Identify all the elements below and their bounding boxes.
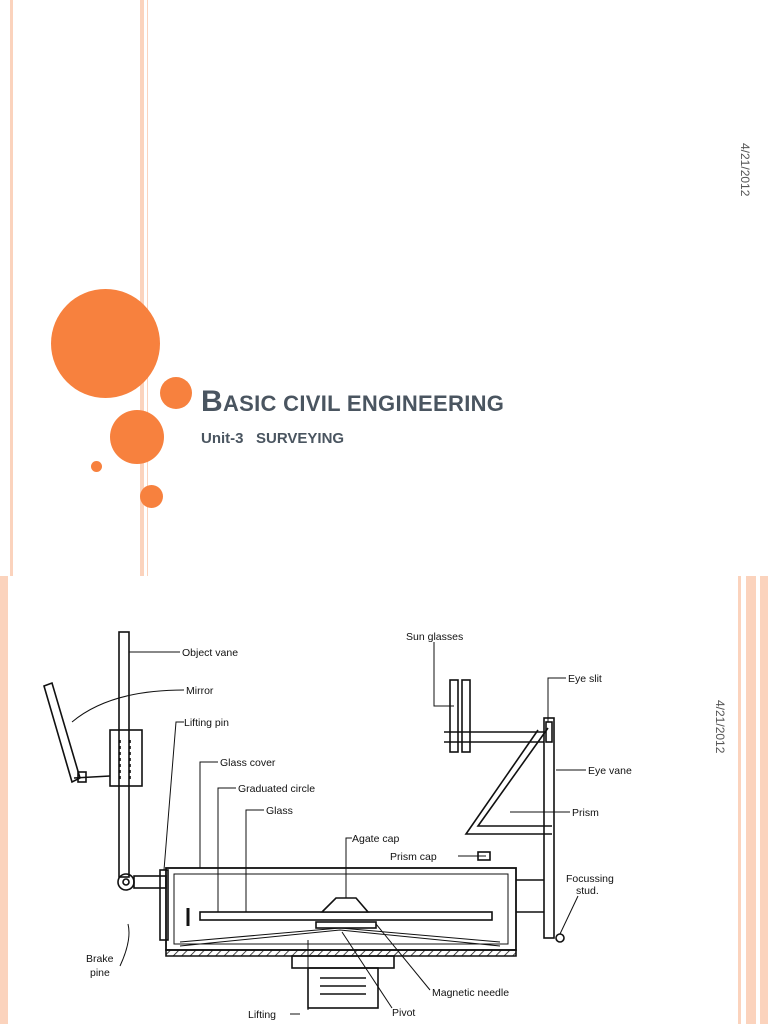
label-graduated-circle: Graduated circle (238, 783, 315, 795)
left-stripe (140, 0, 144, 576)
label-prism-cap: Prism cap (390, 851, 437, 863)
decorative-circle-medium (160, 377, 192, 409)
decorative-circle-large (51, 289, 160, 398)
prismatic-compass-diagram: Object vane Mirror Lifting pin Glass cov… (43, 631, 632, 1021)
label-focussing-stud: stud. (576, 885, 599, 897)
label-pivot: Pivot (392, 1007, 415, 1019)
decorative-circle-small (91, 461, 102, 472)
decorative-circle-small (140, 485, 163, 508)
title-slide: 4/21/2012 BASIC CIVIL ENGINEERING Unit-3… (10, 0, 752, 576)
label-brake-pine: pine (90, 967, 110, 979)
slide-title: BASIC CIVIL ENGINEERING (201, 385, 505, 418)
label-glass-cover: Glass cover (220, 757, 276, 769)
left-stripe (147, 0, 148, 576)
label-sun-glasses: Sun glasses (406, 631, 463, 643)
label-mirror: Mirror (186, 685, 214, 697)
label-object-vane: Object vane (182, 647, 238, 659)
label-eye-vane: Eye vane (588, 765, 632, 777)
slide-date: 4/21/2012 (738, 143, 752, 197)
left-stripe (0, 576, 8, 1024)
diagram-slide: 4/21/2012 (0, 576, 768, 1024)
slide-subtitle: Unit-3 SURVEYING (201, 430, 345, 447)
label-focussing-stud: Focussing (566, 873, 614, 885)
right-stripe (738, 576, 741, 1024)
label-lifting: Lifting (248, 1009, 276, 1021)
decorative-circle-medium (110, 410, 164, 464)
label-brake-pine: Brake (86, 953, 114, 965)
right-stripe (746, 576, 756, 1024)
left-stripe (10, 0, 13, 576)
label-magnetic-needle: Magnetic needle (432, 987, 509, 999)
label-prism: Prism (572, 807, 599, 819)
label-agate-cap: Agate cap (352, 833, 399, 845)
right-stripe (760, 576, 768, 1024)
label-lifting-pin: Lifting pin (184, 717, 229, 729)
label-glass: Glass (266, 805, 293, 817)
label-eye-slit: Eye slit (568, 673, 602, 685)
